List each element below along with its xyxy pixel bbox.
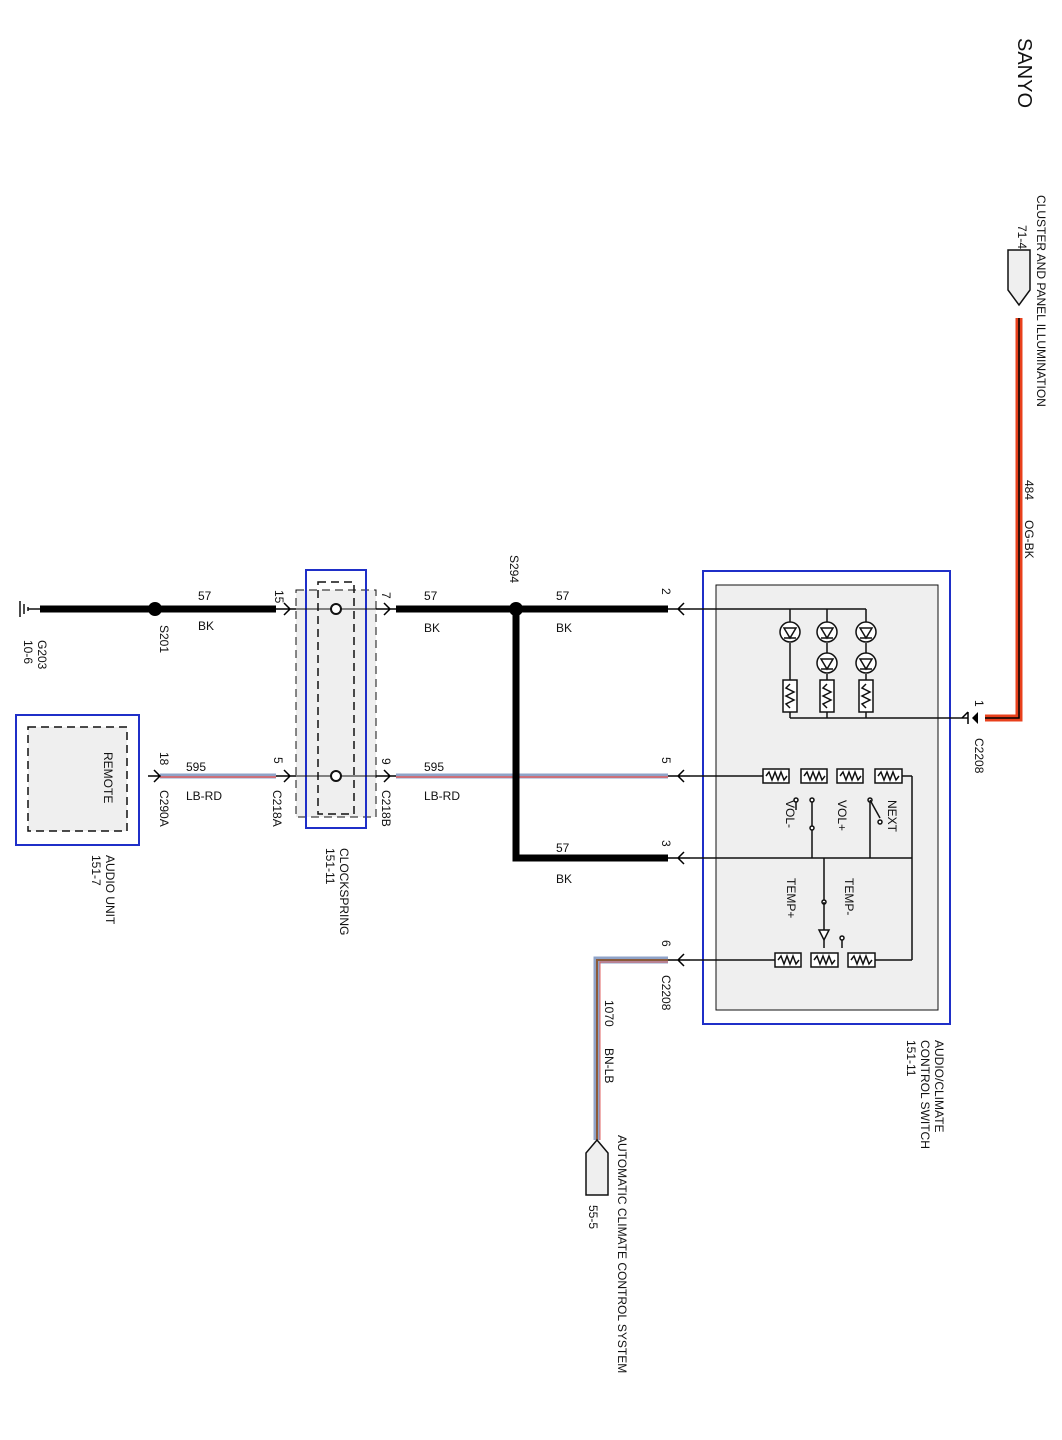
ground-ref: 10-6 xyxy=(21,640,35,664)
connector-c218a: C218A xyxy=(270,790,284,827)
connector-c2208-top: C2208 xyxy=(972,738,986,774)
ground-name: G203 xyxy=(35,640,49,670)
acc-ref: 55-5 xyxy=(586,1205,600,1229)
wire-595-right xyxy=(396,773,668,779)
wire-1070-color: BN-LB xyxy=(602,1048,616,1083)
audio-unit-title: AUDIO UNIT xyxy=(103,855,117,925)
wire-bk-down-color: BK xyxy=(556,872,572,886)
control-switch-title2: CONTROL SWITCH xyxy=(918,1040,932,1149)
connector-c218b: C218B xyxy=(379,790,393,827)
wire-595-left-circuit: 595 xyxy=(186,760,206,774)
wire-595-right-color: LB-RD xyxy=(424,789,460,803)
splice-s201-label: S201 xyxy=(157,625,171,653)
button-next: NEXT xyxy=(885,800,899,833)
wire-595-left-color: LB-RD xyxy=(186,789,222,803)
pin-18: 18 xyxy=(157,752,171,766)
control-switch-wiring xyxy=(690,608,968,961)
cluster-title: CLUSTER AND PANEL ILLUMINATION xyxy=(1034,195,1048,407)
wire-1070-bn-lb xyxy=(593,956,668,1140)
clockspring-ref: 151-11 xyxy=(323,848,337,885)
pin-6: 6 xyxy=(659,940,673,947)
pin-5-left: 5 xyxy=(271,757,285,764)
cluster-ref: 71-4 xyxy=(1015,225,1029,249)
wire-bk-left-color: BK xyxy=(198,619,214,633)
remote-label: REMOTE xyxy=(101,752,115,803)
connector-c2208-bottom: C2208 xyxy=(659,975,673,1011)
wire-bk-left-circuit: 57 xyxy=(198,589,212,603)
clockspring-inner xyxy=(317,581,355,815)
wire-bk-right-color-1: BK xyxy=(424,621,440,635)
wire-bk-right-circuit-1: 57 xyxy=(424,589,438,603)
clockspring-contact-1 xyxy=(330,603,342,615)
remote-box xyxy=(27,726,128,832)
pin-9: 9 xyxy=(379,758,393,765)
button-vol-minus: VOL- xyxy=(783,800,797,828)
pin-1: 1 xyxy=(972,700,986,707)
wire-484-color: OG-BK xyxy=(1022,520,1036,559)
cluster-connector xyxy=(1007,249,1031,307)
wire-bk-down xyxy=(512,609,668,862)
audio-switches xyxy=(793,797,883,831)
pin-15: 15 xyxy=(272,590,286,604)
clockspring-outer-dashed xyxy=(295,589,377,818)
button-temp-minus: TEMP- xyxy=(842,878,856,915)
acc-title: AUTOMATIC CLIMATE CONTROL SYSTEM xyxy=(615,1135,629,1373)
pin-7: 7 xyxy=(379,592,393,599)
acc-connector xyxy=(585,1138,609,1196)
temp-switches xyxy=(817,899,845,942)
button-temp-plus: TEMP+ xyxy=(784,878,798,918)
pin-2: 2 xyxy=(659,588,673,595)
splice-s294-label: S294 xyxy=(507,555,521,583)
pin-5-right: 5 xyxy=(659,757,673,764)
connector-c290a: C290A xyxy=(157,790,171,827)
temp-resistor-ladder xyxy=(774,952,876,968)
brand-label: SANYO xyxy=(1013,38,1035,108)
illumination-leds xyxy=(779,621,877,674)
button-vol-plus: VOL+ xyxy=(835,800,849,831)
audio-unit-ref: 151-7 xyxy=(89,855,103,886)
splice-s201 xyxy=(148,602,162,616)
control-switch-title1: AUDIO/CLIMATE xyxy=(932,1040,946,1132)
clockspring-title: CLOCKSPRING xyxy=(337,848,351,935)
clockspring-frame xyxy=(305,569,367,829)
clockspring-contact-2 xyxy=(330,770,342,782)
control-switch-ref: 151-11 xyxy=(904,1040,918,1077)
pin-3: 3 xyxy=(659,840,673,847)
audio-resistor-ladder xyxy=(762,768,903,784)
wire-bk-down-circuit: 57 xyxy=(556,841,570,855)
wire-1070-circuit: 1070 xyxy=(602,1000,616,1027)
wire-484-og-bk xyxy=(985,318,1023,722)
wire-595-left xyxy=(160,773,276,779)
wire-bk-right-color-2: BK xyxy=(556,621,572,635)
ground-symbol xyxy=(19,601,40,617)
wire-595-right-circuit: 595 xyxy=(424,760,444,774)
led-resistors xyxy=(782,679,874,713)
wire-484-circuit: 484 xyxy=(1022,480,1036,500)
wire-bk-right-circuit-2: 57 xyxy=(556,589,570,603)
